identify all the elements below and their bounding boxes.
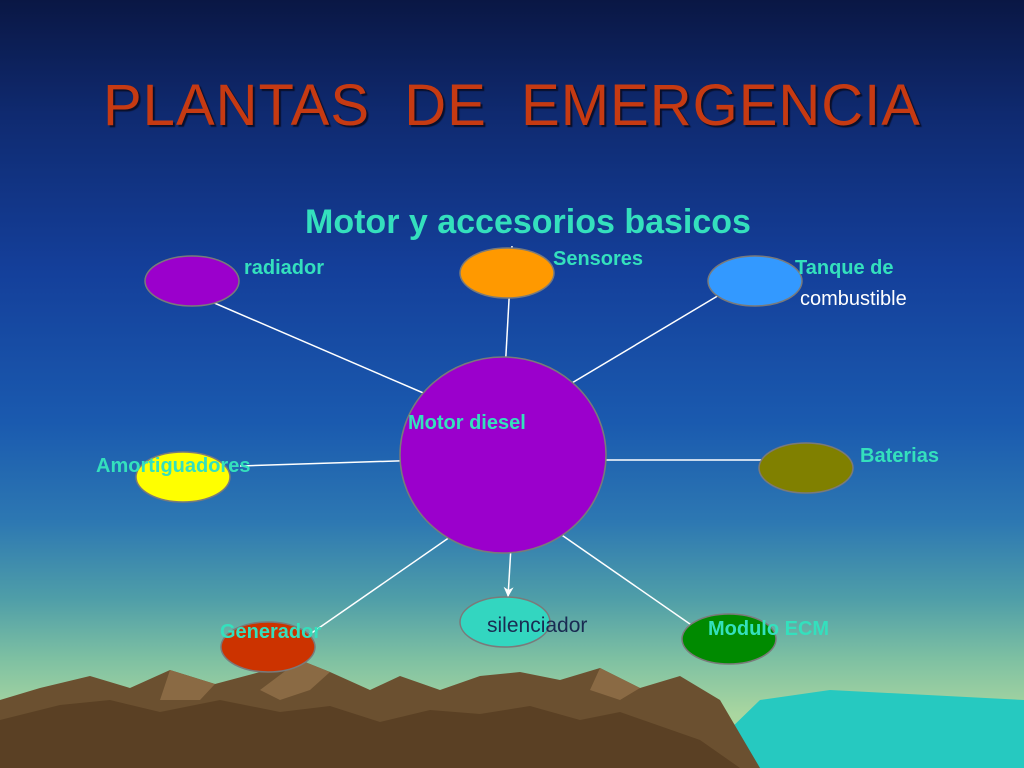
motor-diesel-circle — [399, 356, 607, 554]
silenciador-label: silenciador — [487, 614, 588, 637]
slide-subtitle: Motor y accesorios basicos — [305, 203, 751, 241]
tanque-label-line2: combustible — [800, 288, 907, 310]
baterias-label: Baterias — [860, 445, 939, 467]
silenciador-node — [459, 596, 551, 648]
modulo-node — [681, 613, 777, 665]
radiador-node — [144, 255, 240, 307]
motor-diesel-label: Motor diesel — [408, 412, 526, 434]
sensores-label: Sensores — [553, 248, 644, 270]
slide-title: PLANTAS DE EMERGENCIA — [103, 73, 921, 138]
mountains-landscape — [0, 660, 1024, 768]
generador-label: Generador — [220, 621, 322, 643]
connector-radiador — [211, 301, 429, 396]
amortiguadores-node — [135, 451, 231, 503]
radiador-label: radiador — [244, 257, 325, 279]
connector-amortiguadores — [239, 459, 427, 467]
generador-node — [220, 621, 316, 673]
nodes — [135, 247, 854, 673]
baterias-node — [758, 442, 854, 494]
tanque-node — [707, 255, 803, 307]
sensores-node — [459, 247, 555, 299]
modulo-ecm-label: Modulo ECM — [708, 618, 830, 640]
amortiguadores-label: Amortiguadores — [96, 455, 251, 477]
tanque-label-line1: Tanque de — [795, 257, 894, 279]
